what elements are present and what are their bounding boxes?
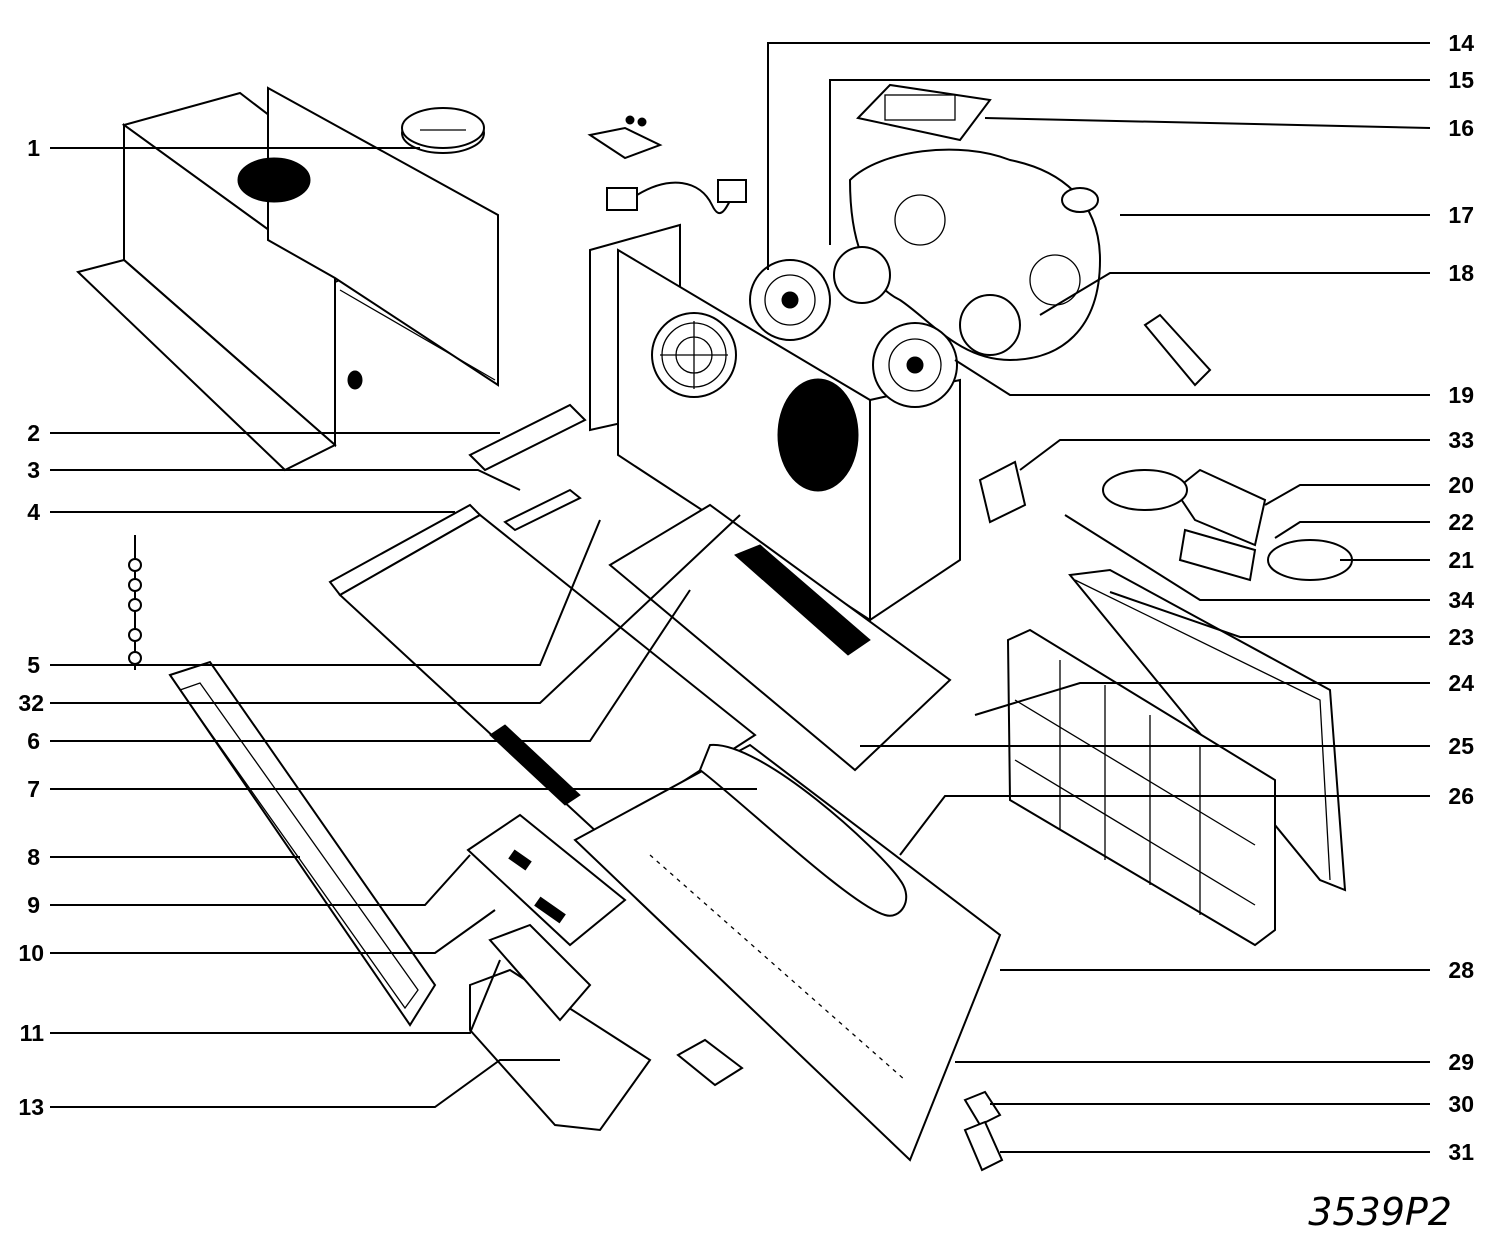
callout-4: 4 (27, 499, 40, 525)
terminal-bracket (587, 115, 663, 160)
callout-18: 18 (1448, 260, 1474, 286)
callout-33: 33 (1448, 427, 1474, 453)
front-trim-bar (168, 660, 437, 1027)
sealing-strip (489, 724, 581, 806)
callout-28: 28 (1448, 957, 1474, 983)
callout-15: 15 (1448, 67, 1474, 93)
callout-10: 10 (18, 940, 44, 966)
callout-7: 7 (27, 776, 40, 802)
switch-33 (978, 460, 1027, 524)
callout-23: 23 (1448, 624, 1474, 650)
screw-nut (347, 370, 363, 390)
callout-9: 9 (27, 892, 40, 918)
callout-16: 16 (1448, 115, 1474, 141)
callout-17: 17 (1448, 202, 1474, 228)
callout-25: 25 (1448, 733, 1474, 759)
blower-wheel-right (872, 322, 958, 408)
callout-31: 31 (1448, 1139, 1474, 1165)
lamp-holder (1102, 468, 1353, 582)
guide-bracket (503, 488, 582, 532)
hinge-parts (963, 1090, 1004, 1172)
callout-1: 1 (27, 135, 40, 161)
hood-tray (573, 743, 1002, 1162)
fan-mount-panel (589, 223, 961, 622)
callout-2: 2 (27, 420, 40, 446)
blower-wheel-left (749, 259, 831, 341)
round-duct-collar (401, 107, 485, 154)
callout-34: 34 (1448, 587, 1474, 613)
drawing-number: 3539P2 (1308, 1190, 1452, 1234)
callout-29: 29 (1448, 1049, 1474, 1075)
callout-30: 30 (1448, 1091, 1474, 1117)
callout-5: 5 (27, 652, 40, 678)
callout-22: 22 (1448, 509, 1474, 535)
leader-lines-left (50, 147, 757, 1108)
callout-21: 21 (1448, 547, 1474, 573)
callout-13: 13 (18, 1094, 44, 1120)
side-slide-bracket (468, 403, 587, 472)
control-panel (466, 813, 627, 947)
callout-20: 20 (1448, 472, 1474, 498)
inner-chassis-plate (608, 503, 952, 772)
capacitor-block (856, 83, 992, 142)
top-housing-part (76, 86, 499, 472)
callout-8: 8 (27, 844, 40, 870)
callout-32: 32 (18, 690, 44, 716)
button-plate (676, 1038, 744, 1087)
power-cord (606, 179, 747, 214)
callout-26: 26 (1448, 783, 1474, 809)
motor-housing (833, 148, 1102, 362)
switch-box (469, 923, 652, 1132)
terminal-strip (1143, 313, 1212, 387)
filter-frame (1068, 568, 1347, 892)
callout-3: 3 (27, 457, 40, 483)
callout-24: 24 (1448, 670, 1474, 696)
callout-11: 11 (20, 1020, 45, 1046)
callout-6: 6 (27, 728, 40, 754)
motor-switch (1061, 187, 1099, 213)
callout-14: 14 (1448, 30, 1474, 56)
leader-lines-right (767, 42, 1431, 1153)
fastener-stack (128, 535, 142, 670)
callout-19: 19 (1448, 382, 1474, 408)
